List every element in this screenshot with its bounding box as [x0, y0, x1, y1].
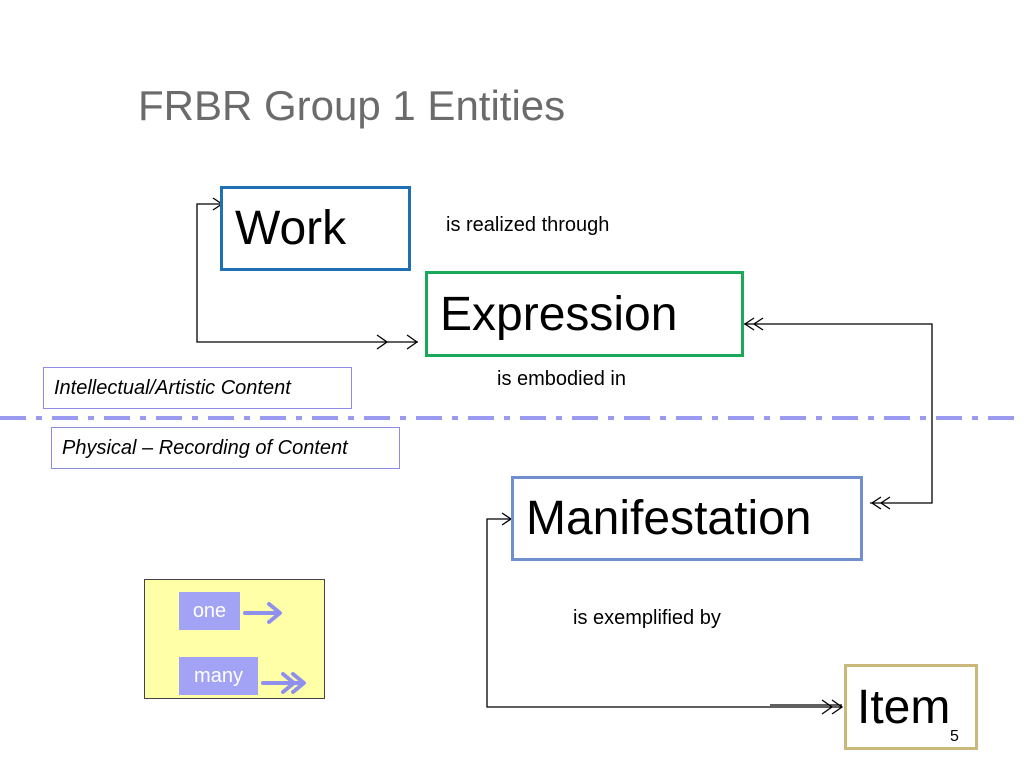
- manifestation-entity-label: Manifestation: [526, 492, 812, 545]
- expression-arrowhead-d: [752, 317, 764, 331]
- intellectual-content-box: Intellectual/Artistic Content: [43, 367, 352, 409]
- legend-arrows: [243, 602, 306, 694]
- manifestation-entity-box: Manifestation: [511, 476, 863, 561]
- item-arrowhead-a: [821, 699, 834, 715]
- work-expression-connector: [196, 203, 418, 343]
- embodied-in-label: is embodied in: [497, 368, 626, 390]
- legend-many-tag: many: [179, 657, 258, 695]
- expression-arrowhead-a: [376, 334, 389, 350]
- expression-arrowhead-c: [743, 317, 755, 331]
- legend-box: one many: [144, 579, 325, 699]
- manifestation-arrowhead-b: [879, 496, 891, 510]
- manifestation-arrowhead-a: [870, 496, 882, 510]
- work-entity-box: Work: [220, 186, 411, 271]
- item-arrowhead-b: [831, 699, 844, 715]
- physical-content-box: Physical – Recording of Content: [51, 427, 400, 469]
- item-entity-box: Item: [844, 664, 978, 750]
- expression-entity-box: Expression: [425, 271, 744, 357]
- expression-arrowhead-b: [406, 334, 419, 350]
- manifestation-item-connector: [486, 518, 842, 708]
- page-number: 5: [950, 728, 959, 745]
- expression-manifestation-connector: [744, 323, 933, 504]
- work-entity-label: Work: [235, 202, 347, 255]
- expression-entity-label: Expression: [440, 287, 678, 341]
- physical-content-label: Physical – Recording of Content: [62, 436, 348, 459]
- double-arrow-icon: [261, 672, 306, 694]
- slide-title: FRBR Group 1 Entities: [138, 82, 566, 129]
- realized-through-label: is realized through: [446, 214, 610, 236]
- item-entity-label: Item: [857, 680, 951, 734]
- single-arrow-icon: [243, 602, 282, 624]
- intellectual-content-label: Intellectual/Artistic Content: [54, 376, 291, 399]
- exemplified-by-label: is exemplified by: [573, 607, 721, 629]
- legend-one-tag: one: [179, 592, 240, 630]
